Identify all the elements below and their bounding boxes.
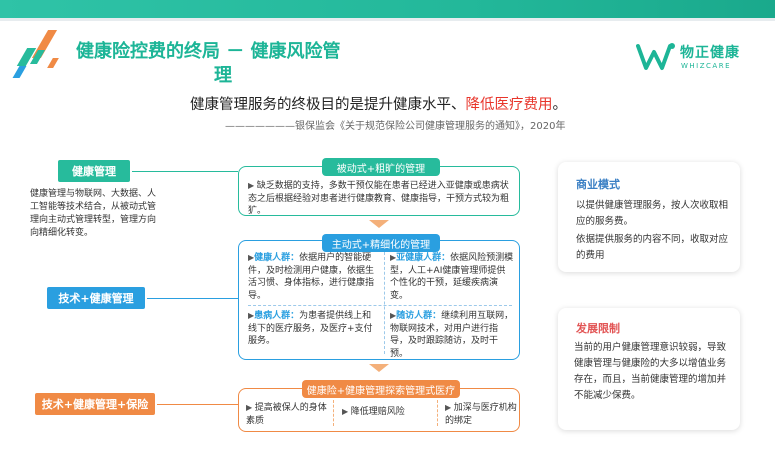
item-text: 加深与医疗机构的绑定 [445,403,517,426]
brand-logo-icon [636,43,675,70]
stage2-item-subhealthy: ▶亚健康人群：依据风险预测模型，人工+AI健康管理师提供个性化的干预，延缓疾病演… [390,252,514,302]
item-text: 依据用户的智能硬件，及时检测用户健康，依据生活习惯、身体指标，进行健康指导。 [248,253,375,301]
business-model-p1: 以提供健康管理服务，按人次收取相应的服务费。 [576,200,729,227]
item-text: 继续利用互联网，物联网技术，对用户进行指导，及时跟踪随访，及时干预。 [390,311,514,359]
bullet-arrow-icon: ▶ [248,311,255,320]
label-tech-health-management: 技术+健康管理 [47,287,145,309]
chevron-down-icon [369,364,389,372]
development-limits-card [558,308,740,430]
connector-line-1 [132,171,238,172]
business-model-p2: 依据提供服务的内容不同，收取对应的费用 [576,234,729,261]
top-banner [0,0,775,18]
bullet-arrow-icon: ▶ [248,181,257,190]
item-text: 依据风险预测模型，人工+AI健康管理师提供个性化的干预，延缓疾病演变。 [390,253,514,301]
item-text: 为患者提供线上和线下的医疗服务，及医疗+支付服务。 [248,311,373,346]
stage1-description: 缺乏数据的支持，多数干预仅能在患者已经进入亚健康或患病状态之后根据经验对患者进行… [248,181,510,216]
business-model-title: 商业模式 [576,178,620,191]
stage3-item-1: ▶ 提高被保人的身体素质 [246,402,330,427]
bullet-arrow-icon: ▶ [445,403,454,412]
label-health-management: 健康管理 [58,160,130,182]
subtitle-prefix: 健康管理服务的终极目的是提升健康水平、 [190,97,466,113]
subtitle-suffix: 。 [552,97,568,113]
business-model-text: 以提供健康管理服务，按人次收取相应的服务费。 依据提供服务的内容不同，收取对应的… [576,198,732,264]
subtitle-highlight: 降低医疗费用 [465,97,553,113]
page-title-line1: 健康险控费的终局 － 健康风险管 [76,41,341,62]
bullet-arrow-icon: ▶ [390,253,397,262]
bullet-arrow-icon: ▶ [342,407,351,416]
left-description: 健康管理与物联网、大数据、人工智能等技术结合，从被动式管理向主动式管理转型，管理… [30,189,157,238]
development-limits-text: 当前的用户健康管理意识较弱，导致健康管理与健康险的大多以增值业务存在，而且，当前… [574,342,727,401]
citation: ———————银保监会《关于规范保险公司健康管理服务的通知》，2020年 [225,121,566,132]
stage3-item-2: ▶ 降低理赔风险 [342,406,434,419]
item-key: 随访人群： [396,311,442,321]
stage2-box [238,240,520,360]
item-text: 提高被保人的身体素质 [246,403,327,426]
stage2-divider-h [248,305,512,306]
stage3-divider-1 [333,400,334,426]
brand-name: 物正健康 [680,45,740,61]
label-tech-health-insurance: 技术+健康管理+保险 [35,393,155,415]
bullet-arrow-icon: ▶ [246,403,255,412]
item-key: 健康人群： [254,253,300,263]
development-limits-title: 发展限制 [576,322,620,335]
stage3-head: 健康险+健康管理探索管理式医疗 [302,380,460,398]
top-banner-shadow [0,18,775,21]
brand-name-en: WHIZCARE [681,62,732,70]
stage1-text: ▶ 缺乏数据的支持，多数干预仅能在患者已经进入亚健康或患病状态之后根据经验对患者… [248,180,512,218]
connector-line-3 [157,404,238,405]
stage3-divider-2 [437,400,438,426]
item-text: 降低理赔风险 [350,407,405,417]
page-title-line2: 理 [214,65,232,86]
stage2-item-healthy: ▶健康人群：依据用户的智能硬件，及时检测用户健康，依据生活习惯、身体指标，进行健… [248,252,378,302]
page-title: 健康险控费的终局 － 健康风险管 理 [76,40,376,88]
item-key: 亚健康人群： [396,253,451,263]
stage2-divider-v [384,252,385,354]
stage1-head: 被动式+粗旷的管理 [322,158,440,176]
item-key: 患病人群： [254,311,300,321]
stage2-item-followup: ▶随访人群：继续利用互联网，物联网技术，对用户进行指导，及时跟踪随访，及时干预。 [390,310,514,360]
bullet-arrow-icon: ▶ [248,253,255,262]
stage2-item-patients: ▶患病人群：为患者提供线上和线下的医疗服务，及医疗+支付服务。 [248,310,378,348]
intro-subtitle: 健康管理服务的终极目的是提升健康水平、降低医疗费用。 [190,93,567,114]
connector-line-2 [147,298,238,299]
bullet-arrow-icon: ▶ [390,311,397,320]
business-model-card [558,162,740,272]
stage3-item-3: ▶ 加深与医疗机构的绑定 [445,402,517,427]
chevron-down-icon [369,220,389,228]
stage2-head: 主动式+精细化的管理 [322,234,440,252]
